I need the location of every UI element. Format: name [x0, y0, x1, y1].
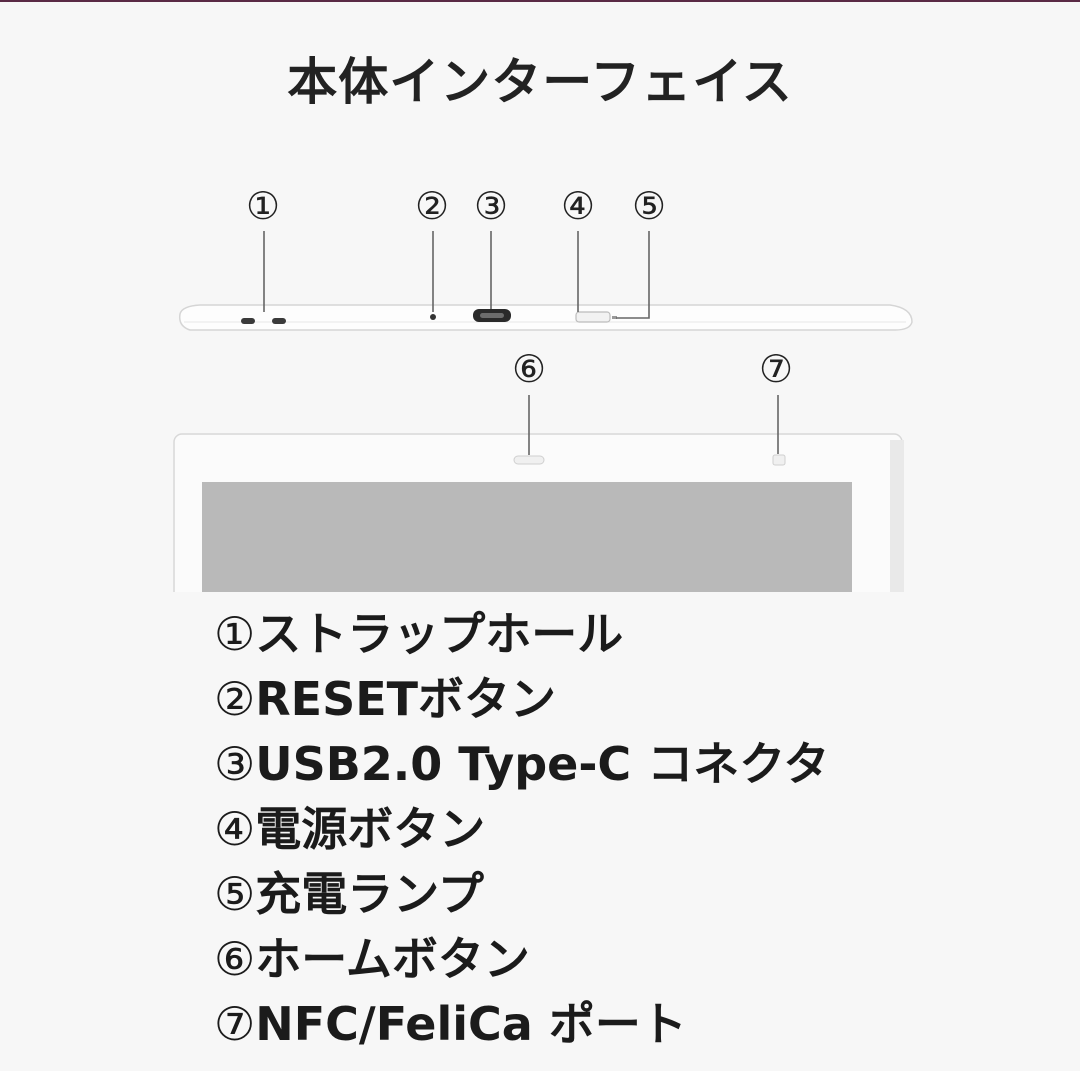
callout-7: ⑦ [758, 347, 794, 391]
legend-item-reset-button: ②RESETボタン [214, 667, 829, 732]
strap-hole-left [241, 318, 255, 324]
legend-number: ⑥ [214, 932, 256, 986]
legend-number: ① [214, 607, 256, 661]
legend-label: NFC/FeliCa ポート [255, 997, 687, 1051]
callout-6: ⑥ [511, 347, 547, 391]
legend-number: ③ [214, 737, 256, 791]
device-edge-body [178, 304, 913, 331]
legend-item-nfc-port: ⑦NFC/FeliCa ポート [214, 992, 829, 1057]
legend-item-home-button: ⑥ホームボタン [214, 927, 829, 992]
strap-hole-right [272, 318, 286, 324]
legend-number: ② [214, 672, 256, 726]
device-crop-cover [150, 592, 930, 606]
callout-2: ② [414, 184, 450, 228]
legend-number: ⑦ [214, 997, 256, 1051]
reset-pinhole [430, 314, 436, 320]
callout-1: ① [245, 184, 281, 228]
leader-line-5 [616, 231, 650, 319]
legend-item-charging-lamp: ⑤充電ランプ [214, 862, 829, 927]
page-title: 本体インターフェイス [287, 53, 793, 111]
legend-label: ホームボタン [255, 932, 530, 986]
legend-item-usb-c: ③USB2.0 Type-C コネクタ [214, 732, 829, 797]
legend-item-strap-hole: ①ストラップホール [214, 602, 829, 667]
legend-number: ⑤ [214, 867, 256, 921]
leader-lines-front [528, 395, 779, 455]
legend-item-power-button: ④電源ボタン [214, 797, 829, 862]
device-front-side-shade [890, 440, 904, 600]
callout-5: ⑤ [631, 184, 667, 228]
legend-label: 電源ボタン [255, 802, 486, 856]
legend-label: ストラップホール [255, 607, 624, 661]
usb-c-port-inner [480, 313, 504, 318]
legend-number: ④ [214, 802, 256, 856]
charging-lamp-shape [612, 316, 617, 319]
nfc-port-shape [772, 454, 786, 466]
home-button-shape [513, 455, 545, 465]
legend-label: RESETボタン [255, 672, 557, 726]
legend-label: 充電ランプ [255, 867, 484, 921]
device-screen [202, 482, 852, 602]
power-button-shape [575, 311, 611, 323]
top-accent-strip [0, 0, 1080, 2]
callout-4: ④ [560, 184, 596, 228]
device-front-view [173, 433, 904, 605]
leader-lines-top [263, 231, 650, 319]
callout-3: ③ [473, 184, 509, 228]
legend-list: ①ストラップホール ②RESETボタン ③USB2.0 Type-C コネクタ … [214, 602, 829, 1057]
legend-label: USB2.0 Type-C コネクタ [255, 737, 830, 791]
device-top-edge-view [178, 304, 913, 331]
